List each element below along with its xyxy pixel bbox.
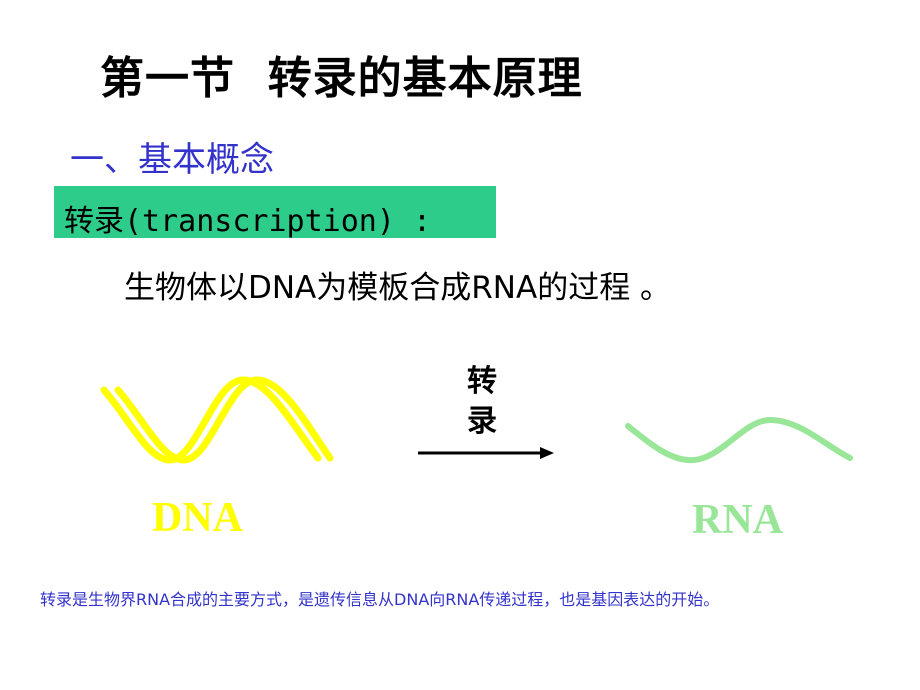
arrow xyxy=(418,447,554,459)
term-highlight-box xyxy=(54,186,496,238)
definition-text: 生物体以DNA为模板合成RNA的过程 。 xyxy=(124,270,672,306)
rna-strand xyxy=(625,416,853,464)
dna-label: DNA xyxy=(152,495,243,541)
rna-label: RNA xyxy=(692,497,783,543)
arrow-label-bottom: 录 xyxy=(467,404,497,439)
arrow-label-top: 转 xyxy=(467,364,497,399)
dna-strand-1 xyxy=(100,376,322,464)
dna-strand-2 xyxy=(114,376,334,464)
term-label: 转录(transcription) : xyxy=(64,204,432,239)
dna-double-helix xyxy=(100,376,334,464)
section-heading: 一、基本概念 xyxy=(70,140,274,180)
slide-title: 第一节 转录的基本原理 xyxy=(100,53,583,104)
footnote-text: 转录是生物界RNA合成的主要方式，是遗传信息从DNA向RNA传递过程，也是基因表… xyxy=(40,590,720,609)
